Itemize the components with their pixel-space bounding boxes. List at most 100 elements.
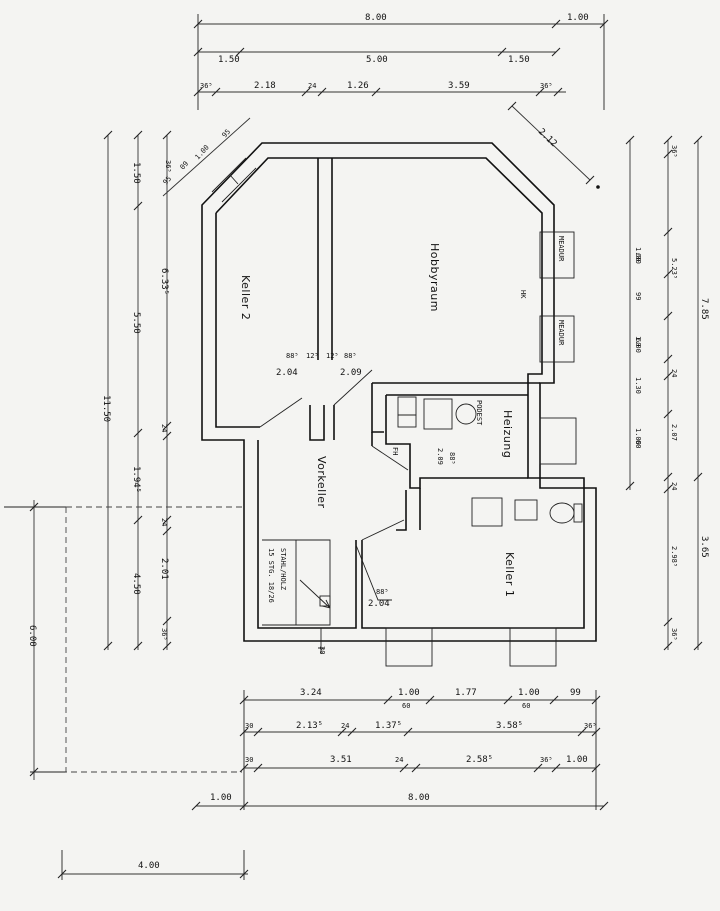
dim-bot-r3-b: 3.51 bbox=[330, 755, 352, 765]
dim-bot-r2-c: 24 bbox=[341, 722, 349, 730]
label-fh: FH bbox=[391, 447, 399, 455]
left-dimensions: 11.50 1.50 5.50 1.94⁵ 4.50 6.33⁵ 24 24 2… bbox=[4, 117, 251, 780]
dim-bot-r3-c: 24 bbox=[395, 756, 403, 764]
dim-left-inner-c: 24 bbox=[160, 518, 168, 526]
dim-right-d: 99 bbox=[634, 292, 642, 300]
dim-r3-e: 3.59 bbox=[448, 81, 470, 91]
dim-bot-r1-a: 3.24 bbox=[300, 688, 322, 698]
dim-right-mid-b: 2.07 bbox=[670, 424, 678, 441]
tank-round bbox=[455, 403, 477, 425]
dim-left-inner-b: 24 bbox=[160, 424, 168, 432]
dim-bot-r1-b: 1.00 bbox=[398, 688, 420, 698]
dim-right-k: 24 bbox=[670, 482, 678, 490]
label-hk: HK bbox=[519, 290, 527, 299]
dim-right-h: 24 bbox=[670, 369, 678, 377]
dim-bot-r3-a: 30 bbox=[245, 756, 253, 764]
door-swing-heiz bbox=[371, 445, 409, 471]
dim-r2-b: 5.00 bbox=[366, 55, 388, 65]
dim-right-outer-a: 7.85 bbox=[699, 298, 709, 320]
dim-left-inner-e: 36⁵ bbox=[160, 628, 168, 641]
fixtures bbox=[259, 369, 583, 654]
dim-right-i: 1.00 bbox=[634, 428, 642, 445]
dim-bot-r1-sub-b: 60 bbox=[522, 702, 530, 710]
dim-right-a: 36⁵ bbox=[670, 145, 678, 158]
dim-left-lower: 6.00 bbox=[27, 625, 37, 647]
tank bbox=[423, 398, 453, 430]
dim-bot-r2-a: 30 bbox=[245, 722, 253, 730]
dim-left-mid-b: 5.50 bbox=[131, 312, 141, 334]
dim-left-outer: 11.50 bbox=[101, 395, 111, 422]
room-keller1: Keller 1 bbox=[503, 552, 516, 597]
dim-bot-r4-a: 1.00 bbox=[210, 793, 232, 803]
dim-bot-r1-e: 99 bbox=[570, 688, 581, 698]
dim-bot-r1-c: 1.77 bbox=[455, 688, 477, 698]
sink bbox=[514, 499, 538, 521]
dim-left-mid-a: 1.50 bbox=[131, 162, 141, 184]
dim-r3-b: 2.18 bbox=[254, 81, 276, 91]
dim-right-j: 60 bbox=[634, 440, 642, 448]
door-hobby-height: 2.09 bbox=[340, 368, 362, 378]
dim-bot-r1-sub-a: 60 bbox=[402, 702, 410, 710]
dim-r3-d: 1.26 bbox=[347, 81, 369, 91]
dim-top-right: 1.00 bbox=[567, 13, 589, 23]
stair-post bbox=[319, 595, 331, 607]
door-k2-height: 2.04 bbox=[276, 368, 298, 378]
dim-bot-r1-d: 1.00 bbox=[518, 688, 540, 698]
dim-bot-r3-f: 1.00 bbox=[566, 755, 588, 765]
label-stair-2: 15 STG. 18/26 bbox=[267, 548, 275, 603]
top-dimensions: 8.00 1.00 1.50 5.00 1.50 36⁵ 2.18 24 1.2… bbox=[193, 13, 609, 185]
dim-right-m: 36⁵ bbox=[670, 628, 678, 641]
dim-left-mid-c: 1.94⁵ bbox=[131, 466, 141, 493]
wall-thickness-a: 12⁵ bbox=[306, 352, 319, 360]
dim-r2-a: 1.50 bbox=[218, 55, 240, 65]
bottom-dimensions: 3.24 1.00 1.77 1.00 99 60 60 30 2.13⁵ 24… bbox=[57, 688, 609, 880]
dim-corner-a: 95 bbox=[162, 175, 174, 187]
door-heiz-width: 88⁵ bbox=[448, 452, 456, 465]
dim-right-l: 2.98⁵ bbox=[670, 546, 678, 567]
adjacent-area-outline bbox=[65, 506, 242, 773]
dim-bot-r2-b: 2.13⁵ bbox=[296, 721, 323, 731]
dim-bot-r5: 4.00 bbox=[138, 861, 160, 871]
dot-mark bbox=[596, 185, 600, 189]
dim-bot-r2-d: 1.37⁵ bbox=[375, 721, 402, 731]
door-heiz-height: 2.09 bbox=[436, 448, 444, 465]
room-hobbyraum: Hobbyraum bbox=[428, 243, 441, 312]
dim-top-total: 8.00 bbox=[365, 13, 387, 23]
dim-bot-r3-e: 36⁵ bbox=[540, 756, 553, 764]
dim-r3-f: 36⁵ bbox=[540, 82, 553, 90]
boiler-b bbox=[397, 414, 417, 428]
toilet-tank bbox=[573, 503, 583, 523]
room-vorkeller: Vorkeller bbox=[315, 456, 328, 509]
walls bbox=[201, 142, 597, 667]
dim-bot-r4-b: 8.00 bbox=[408, 793, 430, 803]
label-mark-30: 30 bbox=[318, 646, 326, 654]
door-k1-width: 88⁵ bbox=[376, 588, 389, 596]
door-swing-k1 bbox=[361, 519, 405, 541]
door-k2-width: 88⁵ bbox=[286, 352, 299, 360]
dim-left-inner-a: 6.33⁵ bbox=[159, 268, 169, 295]
right-dimensions: 36⁵ 1.00 60 99 1.00 60 1.30 24 1.00 60 2… bbox=[625, 135, 709, 651]
dim-bot-r2-f: 36⁵ bbox=[584, 722, 597, 730]
dim-right-f: 60 bbox=[634, 338, 642, 346]
dim-right-b: 1.00 bbox=[634, 247, 642, 264]
dim-r3-a: 36⁵ bbox=[200, 82, 213, 90]
label-stair-1: STAHL/HOLZ bbox=[279, 548, 287, 590]
room-keller2: Keller 2 bbox=[239, 275, 252, 320]
dim-right-mid-a: 5.23⁵ bbox=[670, 258, 678, 279]
dim-left-mid-d: 4.50 bbox=[131, 573, 141, 595]
label-meadur-mid: MEADUR bbox=[557, 320, 565, 346]
dim-left-inner-d: 2.01 bbox=[159, 558, 169, 580]
door-swing-hobby bbox=[333, 369, 373, 406]
door-hobby-width: 88⁵ bbox=[344, 352, 357, 360]
dim-r2-c: 1.50 bbox=[508, 55, 530, 65]
label-podest: PODEST bbox=[475, 400, 483, 426]
dim-bot-r2-e: 3.58⁵ bbox=[496, 721, 523, 731]
laundry-tub bbox=[471, 497, 503, 527]
dim-r3-c: 24 bbox=[308, 82, 316, 90]
room-heizung: Heizung bbox=[501, 410, 514, 458]
dim-corner-d: 95 bbox=[221, 128, 233, 140]
dim-right-e: 1.00 bbox=[634, 336, 642, 353]
dim-right-outer-b: 3.65 bbox=[699, 536, 709, 558]
door-swing-k2 bbox=[259, 397, 303, 428]
